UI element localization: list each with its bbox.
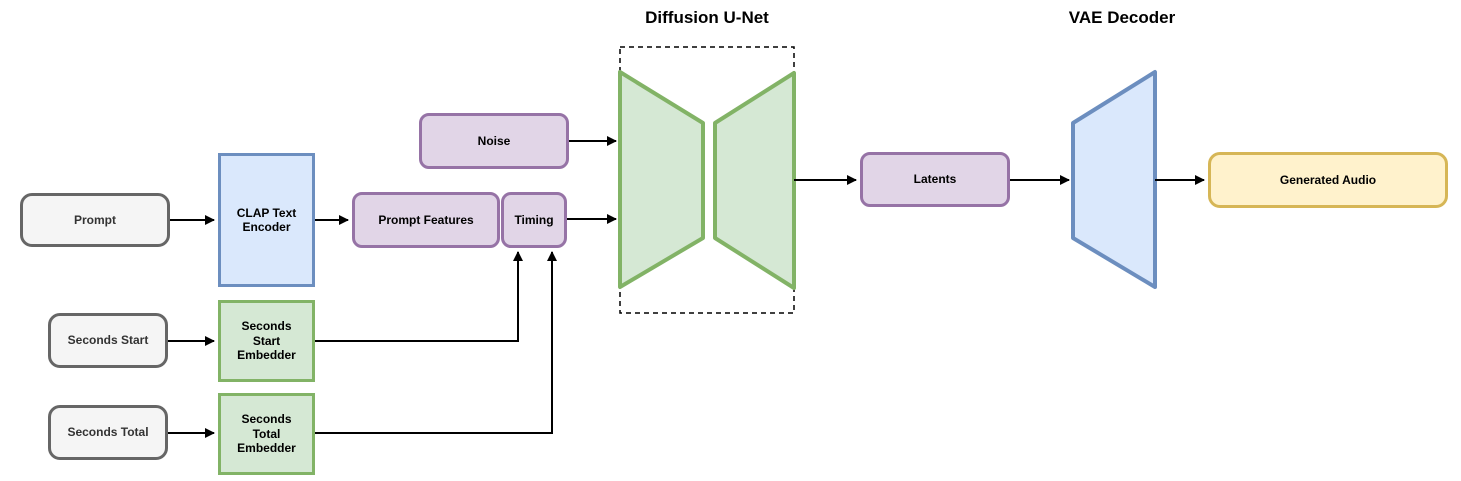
arrow-total-embedder-to-timing xyxy=(315,251,557,434)
node-latents-label: Latents xyxy=(913,172,957,187)
node-prompt-features: Prompt Features xyxy=(352,192,500,248)
node-clap-label: CLAP Text Encoder xyxy=(236,205,297,234)
node-seconds-total: Seconds Total xyxy=(48,405,168,460)
node-seconds-start: Seconds Start xyxy=(48,313,168,368)
unet-title: Diffusion U-Net xyxy=(645,8,769,27)
vae-decoder-trapezoid xyxy=(1071,70,1157,289)
node-clap-text-encoder: CLAP Text Encoder xyxy=(218,153,315,287)
node-latents: Latents xyxy=(860,152,1010,207)
node-timing-label: Timing xyxy=(514,212,554,227)
node-seconds-start-embedder: Seconds Start Embedder xyxy=(218,300,315,382)
node-prompt-features-label: Prompt Features xyxy=(378,212,474,227)
node-prompt: Prompt xyxy=(20,193,170,247)
node-seconds-start-embedder-label: Seconds Start Embedder xyxy=(237,319,296,363)
arrow-start-embedder-to-timing xyxy=(315,251,523,342)
node-prompt-label: Prompt xyxy=(74,212,116,227)
node-timing: Timing xyxy=(501,192,567,248)
unet-decoder-trapezoid xyxy=(713,71,796,290)
node-seconds-start-label: Seconds Start xyxy=(67,333,149,348)
unet-encoder-trapezoid xyxy=(618,70,705,289)
node-noise: Noise xyxy=(419,113,569,169)
node-generated-audio: Generated Audio xyxy=(1208,152,1448,208)
node-seconds-total-embedder: Seconds Total Embedder xyxy=(218,393,315,475)
vae-title: VAE Decoder xyxy=(1068,8,1176,27)
node-seconds-total-embedder-label: Seconds Total Embedder xyxy=(237,412,296,456)
node-generated-audio-label: Generated Audio xyxy=(1279,172,1377,187)
node-seconds-total-label: Seconds Total xyxy=(67,425,149,440)
node-noise-label: Noise xyxy=(477,133,511,148)
